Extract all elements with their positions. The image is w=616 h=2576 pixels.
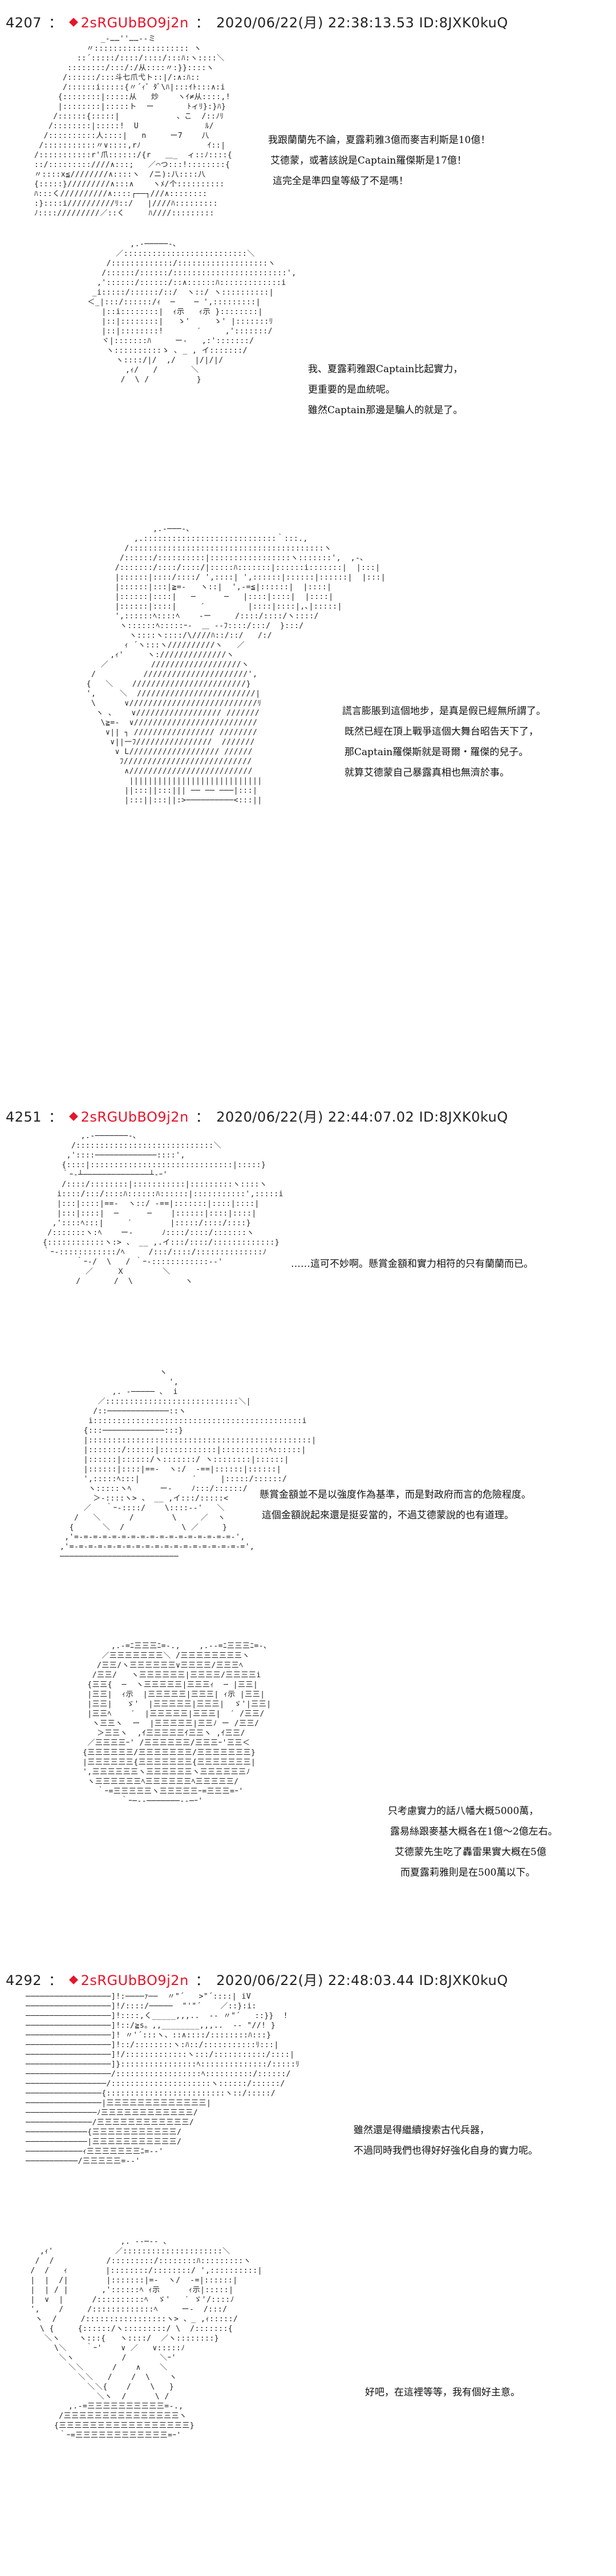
- post-number: 4292: [6, 1972, 42, 1988]
- ascii-art-character-4: ,.-───────-､ /::::::::::::::::::::::::::…: [42, 1132, 283, 1286]
- dialog-line: 而夏露莉雅則是在500萬以下。: [400, 1867, 536, 1878]
- dialog-panel-2: 我、夏露莉雅跟Captain比起實力， 更重要的是血統呢。 雖然Captain那…: [308, 359, 463, 421]
- tripcode: 2sRGUbBO9j2n: [80, 15, 189, 31]
- post-header-4292: 4292 ： 2sRGUbBO9j2n ： 2020/06/22(月) 22:48:03…: [6, 1969, 508, 1989]
- dialog-line: 艾德蒙，或著該說是Captain羅傑斯是17億！: [270, 155, 467, 166]
- diamond-icon: [68, 18, 78, 27]
- dialog-line: 那Captain羅傑斯就是哥爾・羅傑的兒子。: [345, 747, 529, 758]
- dialog-line: 就算艾德蒙自己暴露真相也無濟於事。: [345, 767, 509, 778]
- post-id: ID:8JXK0kuQ: [419, 1109, 508, 1125]
- dialog-line: 雖然Captain那邊是騙人的就是了。: [308, 405, 463, 416]
- separator: ：: [48, 1972, 63, 1988]
- post-id: ID:8JXK0kuQ: [419, 15, 508, 31]
- ascii-art-character-6: ,.-=ﾆ三三三ﾆ=-., ,.-‐=ﾆ三三三ﾆ=-､ ／三三三三三三三＼ /三…: [82, 1642, 271, 1805]
- dialog-line: 只考慮實力的話八幡大概5000萬，: [388, 1805, 539, 1817]
- separator: ：: [195, 1972, 210, 1988]
- dialog-line: 好吧，在這裡等等，我有個好主意。: [365, 2387, 520, 2398]
- post-number: 4251: [6, 1109, 42, 1125]
- post-datetime: 2020/06/22(月) 22:48:03.44: [216, 1972, 415, 1988]
- tripcode-link[interactable]: 2sRGUbBO9j2n: [68, 1109, 189, 1125]
- dialog-panel-4: ……這可不妙啊。懸賞金額和實力相符的只有蘭蘭而已。: [291, 1254, 533, 1274]
- diamond-icon: [68, 1975, 78, 1984]
- dialog-line: ……這可不妙啊。懸賞金額和實力相符的只有蘭蘭而已。: [291, 1258, 533, 1270]
- dialog-panel-1: 我跟蘭蘭先不論，夏露莉雅3億而麥吉利斯是10億！ 艾德蒙，或著該說是Captai…: [268, 130, 490, 191]
- dialog-line: 懸賞金額並不是以強度作為基準，而是對政府而言的危險程度。: [260, 1489, 531, 1501]
- post-id: ID:8JXK0kuQ: [419, 1972, 508, 1988]
- ascii-art-character-8: ,. -‐─‐- ､ ,ｨ' ／:::::::::::::::::::::＼ /…: [30, 2237, 263, 2440]
- tripcode: 2sRGUbBO9j2n: [80, 1109, 189, 1125]
- dialog-line: 不過同時我們也得好好強化自身的實力呢。: [354, 2145, 538, 2157]
- post-header-4251: 4251 ： 2sRGUbBO9j2n ： 2020/06/22(月) 22:44:07…: [6, 1106, 508, 1126]
- dialog-panel-3: 謊言膨脹到這個地步，是真是假已經無所謂了。 既然已經在頂上戰爭這個大舞台昭告天下…: [342, 701, 546, 783]
- ascii-art-character-5: ヽ ', ,. ‐───── ､ i ／::::::::::::::::::::…: [59, 1368, 317, 1561]
- ascii-art-character-3: ,.-───-､ ,.::::::::::::::::::::::::::::｀…: [86, 525, 386, 805]
- post-number: 4207: [6, 15, 42, 31]
- dialog-panel-8: 好吧，在這裡等等，我有個好主意。: [365, 2382, 520, 2403]
- dialog-panel-7: 雖然還是得繼續搜索古代兵器， 不過同時我們也得好好強化自身的實力呢。: [354, 2120, 538, 2161]
- dialog-line: 既然已經在頂上戰爭這個大舞台昭告天下了，: [345, 726, 538, 737]
- post-header-4207: 4207 ： 2sRGUbBO9j2n ： 2020/06/22(月) 22:38:13…: [6, 11, 508, 31]
- post-datetime: 2020/06/22(月) 22:44:07.02: [216, 1109, 415, 1125]
- post-datetime: 2020/06/22(月) 22:38:13.53: [216, 15, 415, 31]
- diamond-icon: [68, 1112, 78, 1121]
- dialog-line: 謊言膨脹到這個地步，是真是假已經無所謂了。: [342, 706, 546, 717]
- dialog-line: 這個金額說起來還是挺妥當的，不過艾德蒙說的也有道理。: [262, 1510, 514, 1521]
- dialog-line: 我、夏露莉雅跟Captain比起實力，: [308, 364, 463, 375]
- separator: ：: [48, 15, 63, 31]
- separator: ：: [48, 1109, 63, 1125]
- dialog-line: 更重要的是血統呢。: [308, 384, 395, 396]
- separator: ：: [195, 1109, 210, 1125]
- dialog-line: 艾德蒙先生吃了轟雷果實大概在5億: [395, 1847, 546, 1858]
- dialog-line: 我跟蘭蘭先不論，夏露莉雅3億而麥吉利斯是10億！: [268, 134, 491, 146]
- tripcode: 2sRGUbBO9j2n: [80, 1972, 189, 1988]
- dialog-line: 雖然還是得繼續搜索古代兵器，: [354, 2125, 489, 2136]
- dialog-panel-5: 懸賞金額並不是以強度作為基準，而是對政府而言的危險程度。 這個金額說起來還是挺妥…: [260, 1485, 531, 1526]
- ascii-art-character-2: ,.-─────-､ ／::::::::::::::::::::::::::＼ …: [87, 240, 297, 384]
- ascii-art-character-1: _-……''……--ミ 〃:::::::::::::::::::: ヽ ::´:…: [34, 35, 233, 218]
- tripcode-link[interactable]: 2sRGUbBO9j2n: [68, 15, 189, 31]
- separator: ：: [195, 15, 210, 31]
- ascii-art-character-7: ──────────────────]!:────ｧ── 〃"´ >"´::::…: [26, 1992, 300, 2166]
- dialog-panel-6: 只考慮實力的話八幡大概5000萬， 露易絲跟麥基大概各在1億～2億左右。 艾德蒙…: [388, 1801, 558, 1883]
- dialog-line: 露易絲跟麥基大概各在1億～2億左右。: [390, 1826, 558, 1837]
- dialog-line: 這完全是準四皇等級了不是嗎！: [273, 176, 408, 187]
- tripcode-link[interactable]: 2sRGUbBO9j2n: [68, 1972, 189, 1988]
